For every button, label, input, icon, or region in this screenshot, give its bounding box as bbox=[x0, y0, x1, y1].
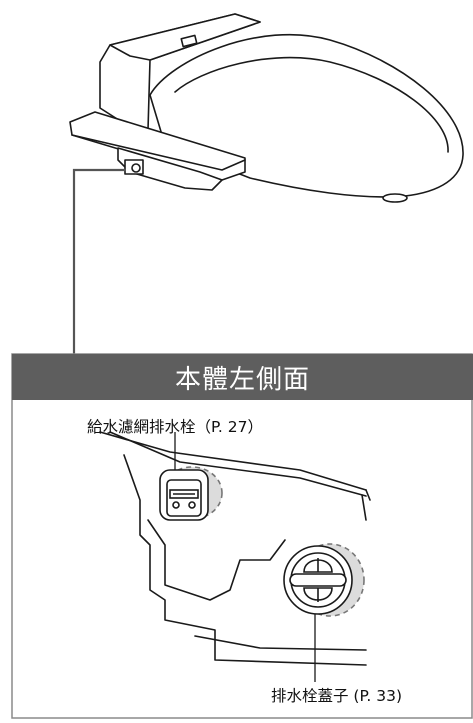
toilet-seat-unit bbox=[69, 13, 464, 203]
filter-drain-plug bbox=[159, 466, 223, 521]
drain-cap-bar bbox=[289, 573, 347, 587]
housing-inner-step bbox=[147, 519, 286, 601]
panel-title: 本體左側面 bbox=[174, 364, 310, 395]
callout-leaders bbox=[174, 432, 316, 682]
underside-bracket bbox=[117, 147, 223, 191]
drain-cap-upper-lobes bbox=[303, 558, 333, 573]
panel-header: 本體左側面 bbox=[12, 354, 473, 400]
housing-notch bbox=[361, 489, 371, 521]
housing-outline bbox=[123, 454, 367, 666]
top-button bbox=[180, 34, 198, 48]
side-detail-drawing bbox=[99, 431, 371, 666]
drain-plug-cap bbox=[283, 543, 365, 617]
filter-plug-screw-right bbox=[188, 501, 196, 509]
drain-plug-small bbox=[131, 163, 141, 173]
seat-lid-contour bbox=[174, 56, 449, 153]
leader-line bbox=[72, 168, 126, 354]
drain-plug-cap-label: 排水栓蓋子 (P. 33) bbox=[271, 687, 403, 705]
filter-drain-plug-label: 給水濾網排水栓（P. 27） bbox=[87, 418, 264, 436]
main-body-top bbox=[109, 13, 261, 61]
housing-lower-lip bbox=[194, 635, 367, 651]
filter-plug-screw-left bbox=[172, 501, 180, 509]
side-arm-edge bbox=[71, 134, 246, 171]
detail-panel-frame bbox=[11, 353, 473, 719]
drain-cap-lower-lobes bbox=[303, 587, 333, 602]
housing-upper-edge-2 bbox=[109, 431, 367, 497]
seat-foot bbox=[382, 193, 408, 203]
